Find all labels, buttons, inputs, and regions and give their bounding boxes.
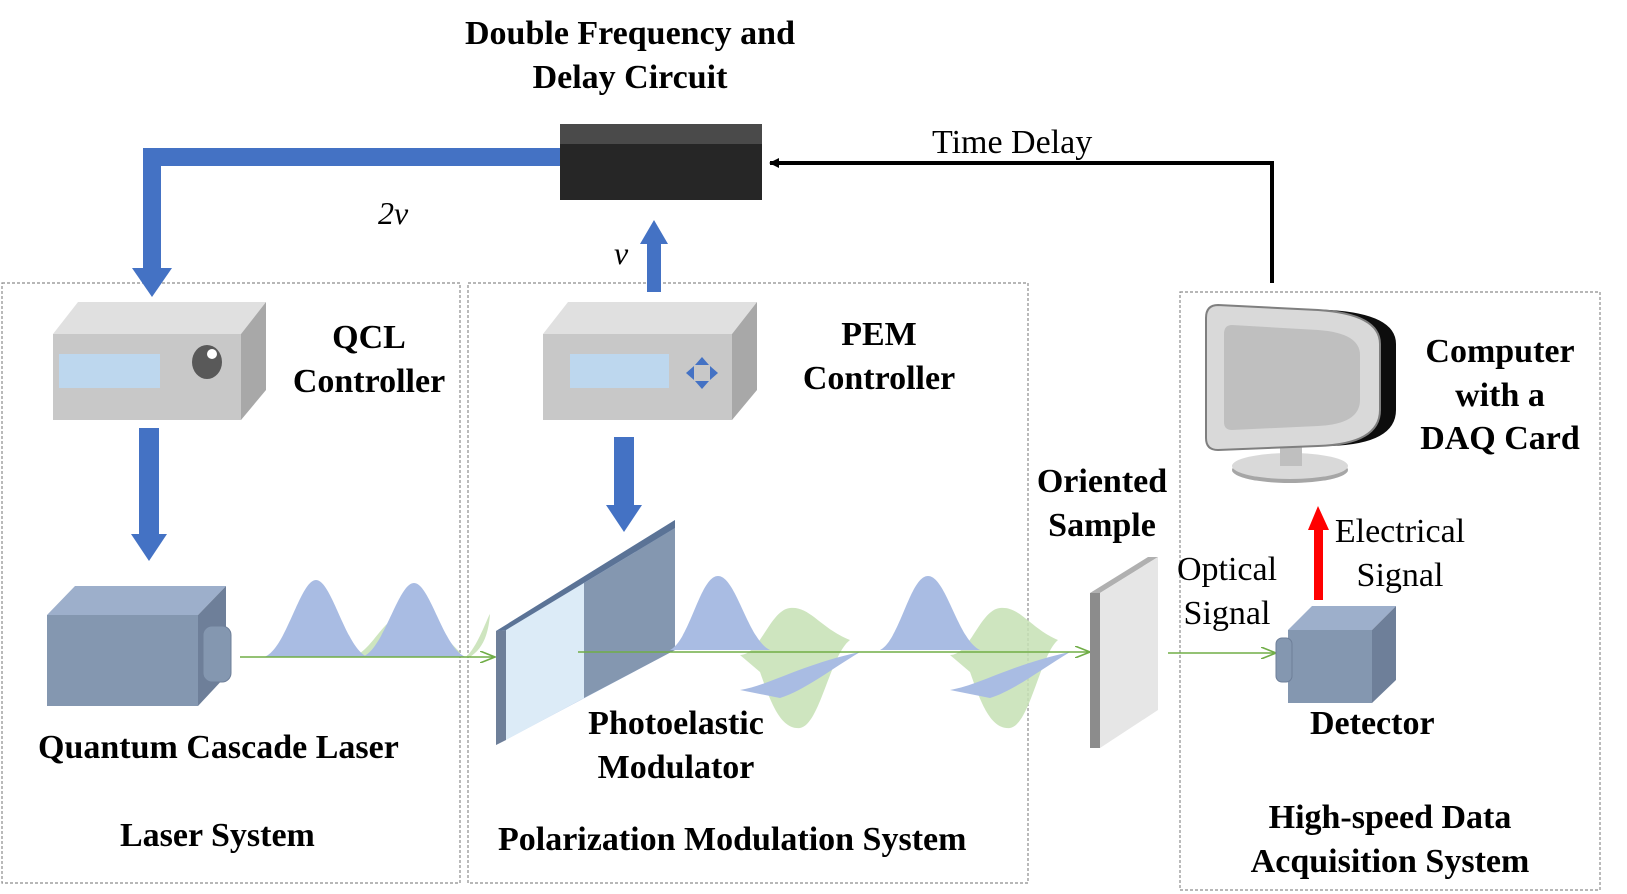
computer-label-line3: DAQ Card (1420, 420, 1580, 458)
computer-label-line2: with a (1455, 376, 1545, 414)
optical-signal-label-line1: Optical (1176, 551, 1278, 588)
qcl-controller-label-line2: Controller (292, 362, 446, 400)
two-v-signal-path (143, 148, 560, 270)
daq-system-label: High-speed Data Acquisition System (1210, 800, 1570, 879)
daq-system-label-line2: Acquisition System (1250, 842, 1530, 880)
optical-signal-label: Optical Signal (1168, 552, 1286, 631)
polarization-system-box (467, 282, 1029, 884)
optical-signal-label-line2: Signal (1183, 594, 1271, 632)
time-delay-label: Time Delay (932, 124, 1093, 161)
daq-system-label-line1: High-speed Data (1268, 799, 1512, 836)
photoelastic-modulator-device (496, 520, 675, 745)
computer-monitor (1205, 303, 1396, 483)
v-label: v (614, 235, 629, 271)
oriented-sample-label: Oriented Sample (1020, 464, 1184, 543)
laser-system-label: Laser System (120, 817, 315, 854)
computer-label: Computer with a DAQ Card (1402, 334, 1598, 457)
delay-circuit-box (560, 124, 762, 200)
daq-system-box (1179, 291, 1601, 891)
time-delay-path (769, 158, 1274, 283)
photoelastic-modulator-label-line1: Photoelastic (588, 705, 764, 742)
pem-control-arrow (606, 437, 642, 532)
laser-system-box (1, 282, 461, 884)
detector-device (1275, 606, 1396, 703)
electrical-signal-arrow (1308, 506, 1329, 600)
navigation-cross-icon (686, 357, 718, 389)
electrical-signal-label: Electrical Signal (1320, 514, 1480, 593)
computer-label-line1: Computer (1425, 333, 1575, 370)
two-v-label: 2v (378, 195, 409, 231)
electrical-signal-label-line2: Signal (1356, 556, 1444, 594)
laser-beam-waves (240, 580, 495, 657)
pem-controller-device (543, 302, 757, 420)
polarization-system-label: Polarization Modulation System (498, 821, 967, 858)
quantum-cascade-laser-label: Quantum Cascade Laser (38, 729, 399, 766)
detector-label: Detector (1310, 705, 1435, 742)
qcl-controller-device (53, 302, 266, 420)
qcl-control-arrow (131, 428, 167, 561)
pem-controller-label-line2: Controller (802, 359, 956, 397)
photoelastic-modulator-label: Photoelastic Modulator (562, 706, 790, 785)
electrical-signal-label-line1: Electrical (1334, 513, 1466, 550)
pem-controller-label-line1: PEM (841, 316, 917, 353)
modulated-beam-waves (578, 576, 1090, 729)
circuit-label: Double Frequency and Delay Circuit (430, 16, 830, 95)
two-v-arrow-head (132, 268, 172, 297)
quantum-cascade-laser-device (47, 586, 232, 706)
circuit-label-line1: Double Frequency and (465, 15, 795, 52)
qcl-controller-label: QCL Controller (276, 320, 462, 399)
pem-controller-label: PEM Controller (784, 317, 974, 396)
oriented-sample-label-line2: Sample (1048, 506, 1156, 544)
v-signal-arrow (640, 220, 668, 292)
circuit-label-line2: Delay Circuit (532, 58, 728, 96)
qcl-controller-label-line1: QCL (332, 319, 406, 356)
oriented-sample-plate (1090, 557, 1158, 748)
photoelastic-modulator-label-line2: Modulator (597, 748, 755, 786)
oriented-sample-label-line1: Oriented (1036, 463, 1168, 500)
